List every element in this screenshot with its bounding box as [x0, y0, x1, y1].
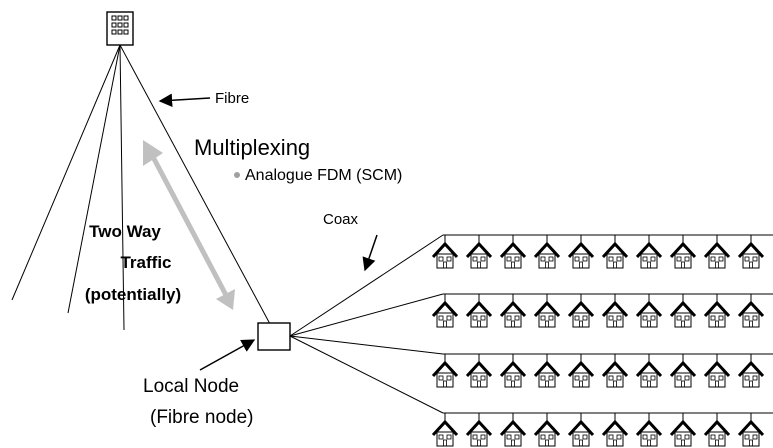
coax-distribution [289, 234, 773, 447]
house-icon [465, 413, 493, 447]
traffic-label-line2: Traffic [120, 253, 171, 272]
house-icon [567, 413, 595, 447]
coax-feeder [289, 335, 444, 414]
house-icon [737, 354, 765, 388]
house-icon [431, 354, 459, 388]
house-icon [669, 294, 697, 328]
house-icon [601, 235, 629, 269]
house-icon [737, 294, 765, 328]
house-icon [669, 413, 697, 447]
house-icon [533, 354, 561, 388]
building-icon [106, 11, 134, 46]
house-icon [601, 413, 629, 447]
fibre-lines [11, 44, 271, 331]
multiplexing-heading: Multiplexing [194, 135, 310, 160]
house-icon [703, 235, 731, 269]
traffic-label-line3: (potentially) [85, 285, 181, 304]
house-icon [431, 413, 459, 447]
house-icon [635, 294, 663, 328]
house-icon [635, 413, 663, 447]
house-icon [703, 294, 731, 328]
fibre-line [67, 44, 121, 314]
house-icon [703, 354, 731, 388]
house-icon [499, 235, 527, 269]
bidirectional-arrow-icon [143, 140, 235, 310]
local-node-label: Local Node [143, 376, 239, 397]
fibre-arrow-icon [158, 93, 211, 108]
house-icon [431, 235, 459, 269]
house-icon [567, 354, 595, 388]
house-row [289, 234, 773, 337]
coax-feeder [289, 234, 444, 337]
house-icon [533, 235, 561, 269]
house-icon [635, 354, 663, 388]
fibre-line [11, 44, 121, 301]
local-node-box [257, 322, 291, 351]
coax-feeder [289, 293, 444, 337]
fibre-line [119, 44, 125, 331]
house-icon [567, 294, 595, 328]
house-icon [737, 413, 765, 447]
bullet-text: Analogue FDM (SCM) [245, 167, 402, 184]
house-icon [601, 294, 629, 328]
bullet-icon [234, 172, 240, 178]
house-icon [737, 235, 765, 269]
house-icon [465, 235, 493, 269]
house-row [289, 335, 773, 388]
house-icon [499, 354, 527, 388]
house-icon [465, 354, 493, 388]
house-row [289, 293, 773, 337]
traffic-label-line1: Two Way [89, 222, 161, 241]
coax-feeder [289, 335, 444, 355]
house-icon [533, 413, 561, 447]
house-icon [499, 294, 527, 328]
fibre-node-label: (Fibre node) [150, 407, 254, 428]
house-row [289, 335, 773, 447]
fibre-line [119, 44, 271, 325]
house-icon [465, 294, 493, 328]
coax-label: Coax [323, 211, 359, 228]
house-icon [669, 235, 697, 269]
house-icon [601, 354, 629, 388]
local-node-arrow-icon [199, 339, 256, 371]
house-icon [635, 235, 663, 269]
house-icon [533, 294, 561, 328]
house-icon [567, 235, 595, 269]
fibre-label: Fibre [215, 90, 249, 107]
house-icon [499, 413, 527, 447]
house-icon [703, 413, 731, 447]
house-icon [431, 294, 459, 328]
house-icon [669, 354, 697, 388]
coax-arrow-icon [362, 234, 378, 272]
